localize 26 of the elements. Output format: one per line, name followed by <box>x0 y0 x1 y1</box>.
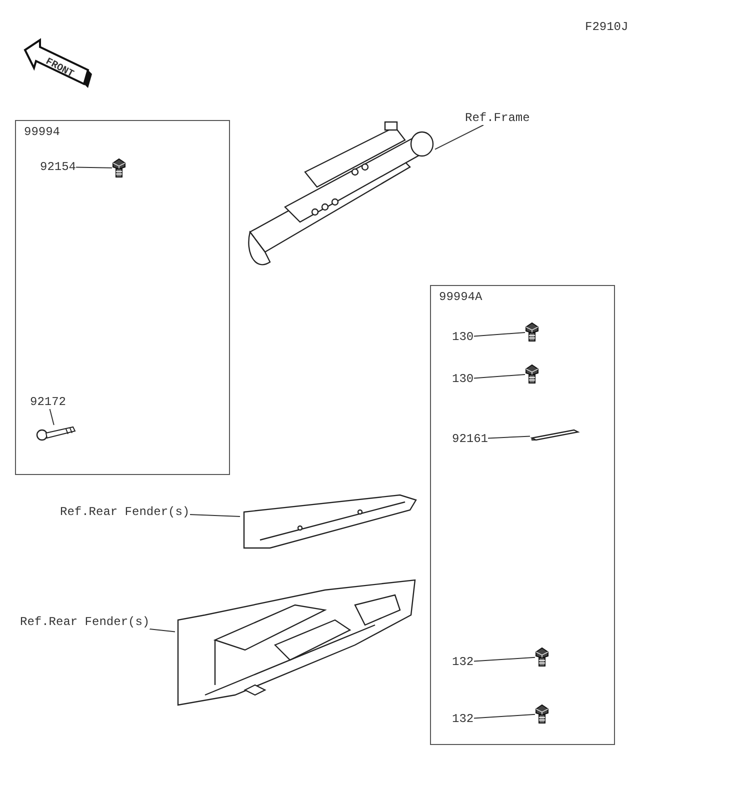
bolt-drawing <box>112 158 126 178</box>
part-number: Ref.Rear Fender(s) <box>20 615 150 629</box>
bolt-drawing <box>525 364 539 384</box>
assembly-group-frame <box>15 120 230 475</box>
bolt-drawing <box>535 704 549 724</box>
part-number: Ref.Frame <box>465 111 530 125</box>
leader-line <box>488 436 530 439</box>
leader-line <box>189 514 240 517</box>
leader-line <box>473 332 526 337</box>
assembly-number: 99994A <box>439 290 482 304</box>
bolt-drawing <box>525 322 539 342</box>
figure-code: F2910J <box>585 20 628 34</box>
bolt-drawing <box>36 425 76 441</box>
part-number: 92172 <box>30 395 66 409</box>
leader-line <box>149 628 176 632</box>
leader-line <box>473 656 536 662</box>
pin-drawing <box>530 428 580 442</box>
leader-line <box>76 166 112 168</box>
assembly-group-frame <box>430 285 615 745</box>
bolt-drawing <box>535 647 549 667</box>
leader-line <box>473 714 536 719</box>
leader-line <box>49 408 54 426</box>
leader-line <box>434 124 484 150</box>
leader-line <box>473 374 526 379</box>
part-number: Ref.Rear Fender(s) <box>60 505 190 519</box>
assembly-number: 99994 <box>24 125 60 139</box>
